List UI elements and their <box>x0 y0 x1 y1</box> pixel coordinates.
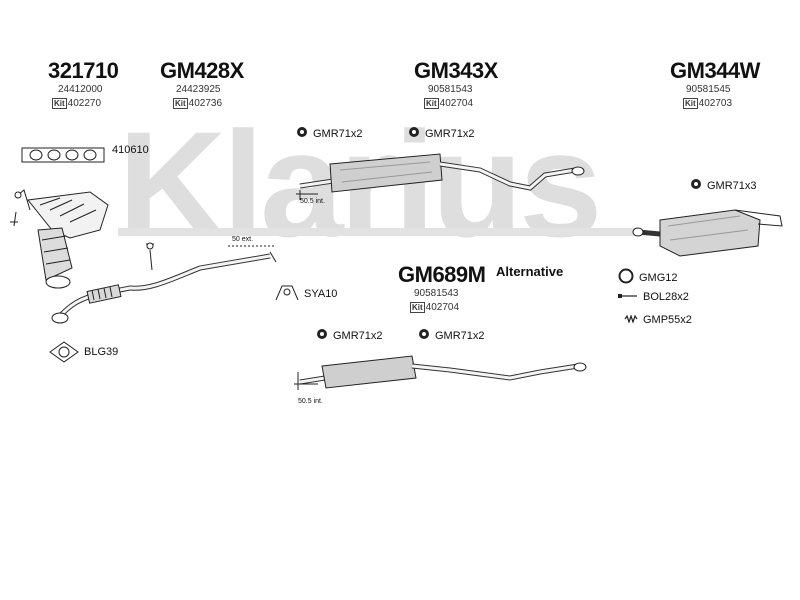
gmr-part-number: GMR71x2 <box>435 329 485 342</box>
gasket-part-number: 410610 <box>112 144 149 156</box>
watermark-underline <box>118 228 638 236</box>
gmg12-part-number: GMG12 <box>639 271 678 284</box>
assembly-code-321710: 321710 <box>48 58 119 83</box>
kit-tag: Kit <box>683 98 698 109</box>
dimension-50-5-int-a: 50.5 int. <box>300 198 325 205</box>
assembly-code-gm343x: GM343X <box>414 58 498 83</box>
sya10-hanger-drawing <box>275 285 299 301</box>
kit-tag: Kit <box>52 98 67 109</box>
kit-value: 402270 <box>67 98 102 109</box>
fitting-gmr-343-a: GMR71x2 <box>296 126 363 141</box>
clamp-icon <box>316 328 328 343</box>
clamp-icon <box>296 126 308 141</box>
kit-tag: Kit <box>424 98 439 109</box>
oem-number-321710: 24412000 <box>58 84 103 95</box>
kit-value: 402704 <box>439 98 474 109</box>
kit-number-gm689m: Kit 402704 <box>410 302 459 313</box>
front-pipe-drawing <box>51 242 277 324</box>
clamp-icon <box>690 178 702 193</box>
alternative-label: Alternative <box>496 264 564 279</box>
bolt-icon <box>618 291 638 303</box>
assembly-code-gm689m: GM689M <box>398 262 486 287</box>
ring-icon <box>618 268 634 287</box>
fitting-410610: 410610 <box>112 144 149 156</box>
gmr-part-number: GMR71x2 <box>425 127 475 140</box>
sya10-part-number: SYA10 <box>304 288 338 300</box>
fitting-gmg12: GMG12 <box>618 268 678 287</box>
oem-number-gm343x: 90581543 <box>428 84 473 95</box>
oem-number-gm428x: 24423925 <box>176 84 221 95</box>
blg39-part-number: BLG39 <box>84 346 119 358</box>
centre-silencer-drawing <box>296 153 585 200</box>
fitting-sya10: SYA10 <box>304 288 337 300</box>
kit-tag: Kit <box>410 302 425 313</box>
blg39-gasket-drawing <box>49 341 79 363</box>
spring-icon <box>624 314 638 326</box>
kit-value: 402703 <box>698 98 733 109</box>
manifold-gasket-drawing <box>21 147 105 163</box>
kit-number-321710: Kit 402270 <box>52 98 101 109</box>
alternative-silencer-drawing <box>294 355 587 390</box>
kit-number-gm428x: Kit 402736 <box>173 98 222 109</box>
fitting-gmr-689-b: GMR71x2 <box>418 328 485 343</box>
oem-number-gm689m: 90581543 <box>414 288 459 299</box>
fitting-gmr-344: GMR71x3 <box>690 178 757 193</box>
assembly-code-gm428x: GM428X <box>160 58 244 83</box>
gmp55-part-number: GMP55x2 <box>643 314 692 326</box>
fitting-gmr-689-a: GMR71x2 <box>316 328 383 343</box>
rear-silencer-drawing <box>632 209 783 257</box>
fitting-gmp55: GMP55x2 <box>624 314 692 326</box>
clamp-icon <box>418 328 430 343</box>
fitting-blg39: BLG39 <box>84 346 118 358</box>
kit-value: 402704 <box>425 302 460 313</box>
gmr-part-number: GMR71x3 <box>707 179 757 192</box>
kit-value: 402736 <box>188 98 223 109</box>
dimension-50-ext: 50 ext. <box>232 236 254 243</box>
oem-number-gm344w: 90581545 <box>686 84 731 95</box>
gmr-part-number: GMR71x2 <box>333 329 383 342</box>
bol28-part-number: BOL28x2 <box>643 291 689 303</box>
fitting-gmr-343-b: GMR71x2 <box>408 126 475 141</box>
gmr-part-number: GMR71x2 <box>313 127 363 140</box>
kit-tag: Kit <box>173 98 188 109</box>
catalytic-manifold-drawing <box>10 189 109 289</box>
clamp-icon <box>408 126 420 141</box>
kit-number-gm344w: Kit 402703 <box>683 98 732 109</box>
assembly-code-gm344w: GM344W <box>670 58 760 83</box>
fitting-bol28: BOL28x2 <box>618 291 689 303</box>
dimension-50-5-int-b: 50.5 int. <box>298 398 323 405</box>
kit-number-gm343x: Kit 402704 <box>424 98 473 109</box>
